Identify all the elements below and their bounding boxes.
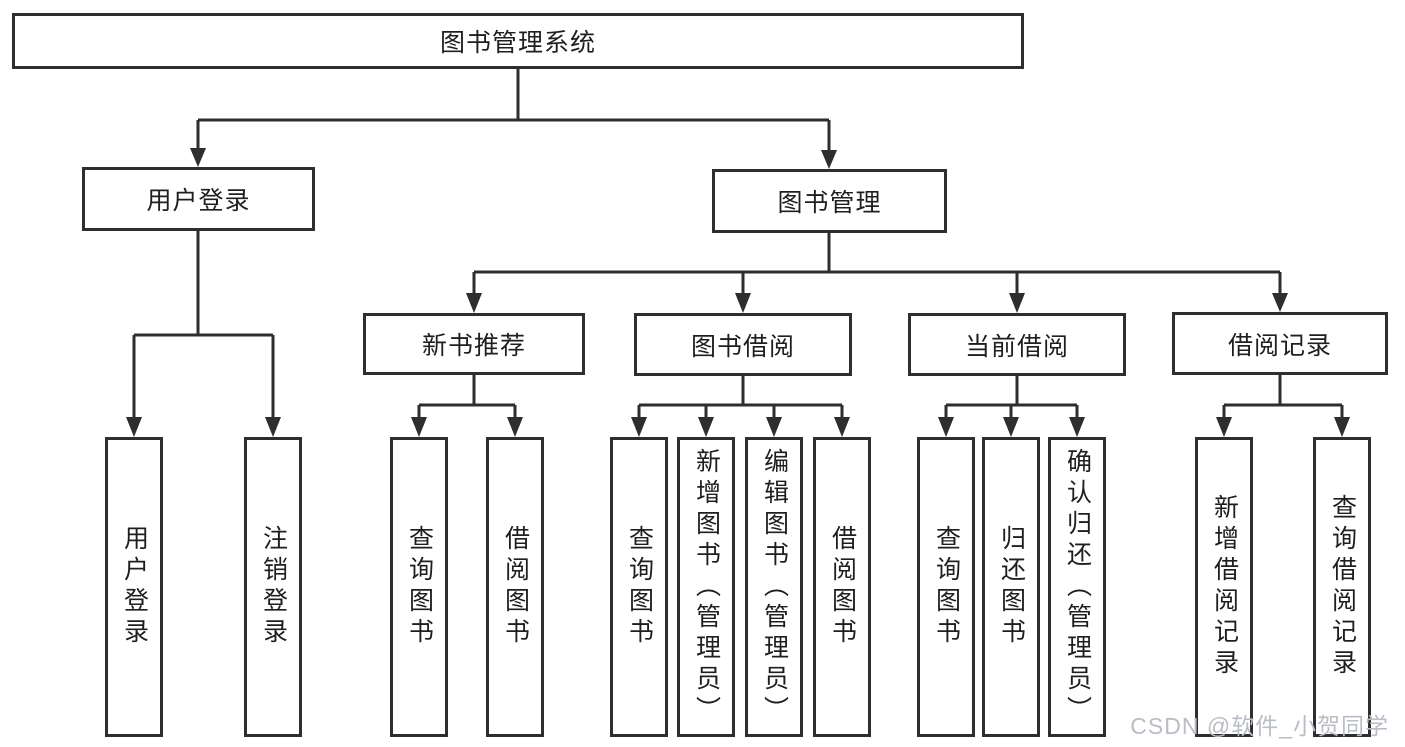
leaf-borrow-books-recommend: 借阅图书	[486, 437, 544, 737]
leaf-label: 确认归还（管理员）	[1063, 447, 1092, 727]
leaf-edit-book-admin: 编辑图书（管理员）	[745, 437, 803, 737]
csdn-watermark: CSDN @软件_小贺同学	[1130, 713, 1389, 739]
node-label: 图书管理系统	[439, 29, 596, 57]
leaf-query-borrow-record: 查询借阅记录	[1313, 437, 1371, 737]
leaf-label: 新增图书（管理员）	[692, 447, 721, 727]
leaf-query-books-recommend: 查询图书	[390, 437, 448, 737]
leaf-label: 注销登录	[259, 525, 288, 649]
leaf-label: 归还图书	[997, 525, 1026, 649]
leaf-logout: 注销登录	[244, 437, 302, 737]
leaf-add-book-admin: 新增图书（管理员）	[677, 437, 735, 737]
leaf-label: 用户登录	[120, 525, 149, 649]
node-label: 图书借阅	[690, 332, 795, 361]
connector-current-to-leaves	[938, 376, 1085, 437]
leaf-label: 查询图书	[625, 525, 654, 649]
leaf-confirm-return-admin: 确认归还（管理员）	[1048, 437, 1106, 737]
leaf-label: 查询图书	[932, 525, 961, 649]
leaf-label: 借阅图书	[828, 525, 857, 649]
node-label: 图书管理	[777, 189, 882, 217]
node-user-login: 用户登录	[82, 167, 315, 231]
node-label: 借阅记录	[1227, 331, 1332, 360]
leaf-label: 借阅图书	[501, 525, 530, 649]
connector-login-to-leaves	[126, 231, 281, 437]
leaf-return-book: 归还图书	[982, 437, 1040, 737]
node-book-management: 图书管理	[712, 169, 947, 233]
leaf-label: 查询借阅记录	[1328, 494, 1357, 680]
leaf-query-books-current: 查询图书	[917, 437, 975, 737]
node-book-borrowing: 图书借阅	[634, 313, 852, 376]
node-borrow-records: 借阅记录	[1172, 312, 1388, 375]
leaf-borrow-books-borrowing: 借阅图书	[813, 437, 871, 737]
connector-records-to-leaves	[1216, 375, 1350, 437]
node-label: 当前借阅	[964, 332, 1069, 361]
connector-borrowing-to-leaves	[631, 376, 850, 437]
connector-root-to-level2	[190, 69, 837, 169]
leaf-label: 查询图书	[405, 525, 434, 649]
leaf-user-login: 用户登录	[105, 437, 163, 737]
node-root-system: 图书管理系统	[12, 13, 1024, 69]
leaf-add-borrow-record: 新增借阅记录	[1195, 437, 1253, 737]
leaf-label: 新增借阅记录	[1210, 494, 1239, 680]
node-label: 新书推荐	[421, 332, 526, 360]
connector-newbooks-to-leaves	[411, 375, 523, 437]
node-new-book-recommend: 新书推荐	[363, 313, 585, 375]
connector-mgmt-to-groups	[466, 233, 1288, 313]
leaf-query-books-borrowing: 查询图书	[610, 437, 668, 737]
leaf-label: 编辑图书（管理员）	[760, 447, 789, 727]
node-current-borrowing: 当前借阅	[908, 313, 1126, 376]
node-label: 用户登录	[146, 187, 251, 215]
